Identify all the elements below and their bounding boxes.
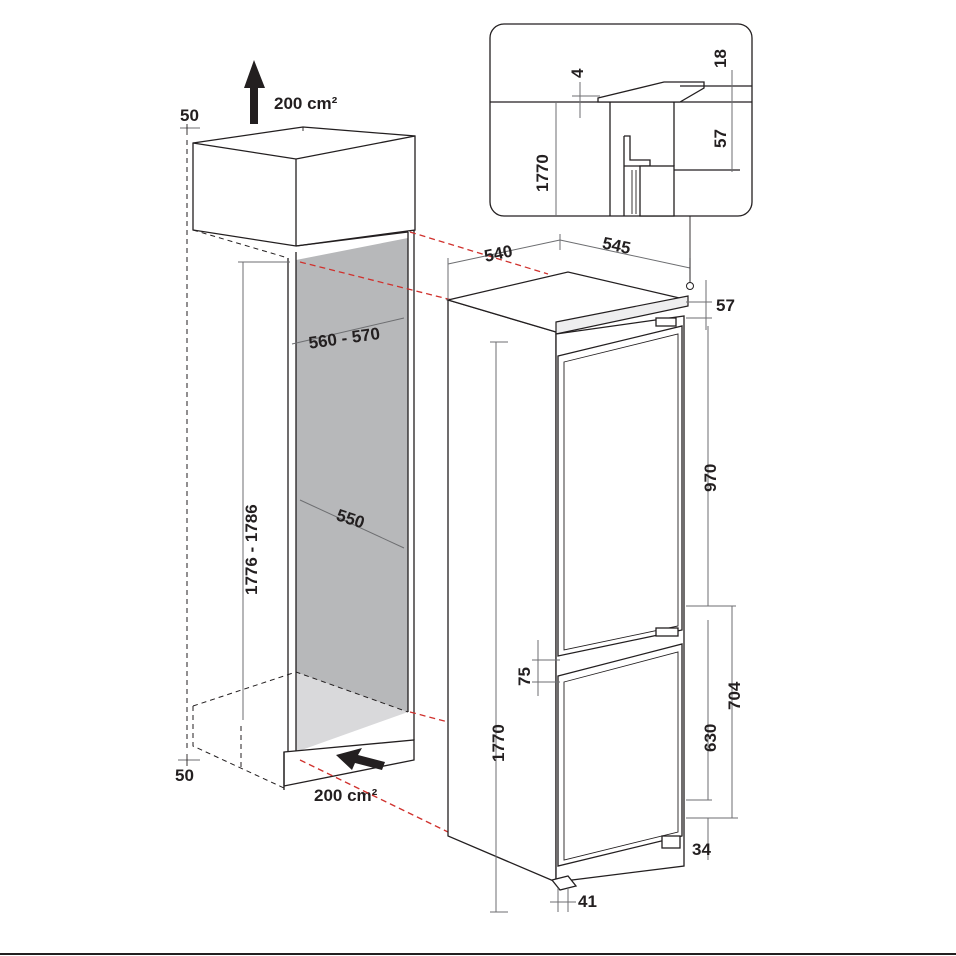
width-line: [559, 239, 691, 269]
middle-hinge: [655, 627, 679, 637]
guide-bottom-back: [409, 711, 449, 723]
alignment-guides: [299, 231, 549, 833]
guide-bottom-front: [299, 759, 449, 833]
plinth-hidden-left: [192, 706, 285, 789]
detail-inset: 1770 4 18 57: [489, 23, 753, 290]
appliance-foot: [550, 875, 578, 891]
lower-door: [557, 643, 683, 867]
cabinet-top-box-front: [192, 126, 416, 247]
bottom-hinge: [661, 835, 681, 849]
upper-door-inner: [563, 333, 679, 651]
cabinet-hidden-back: [192, 229, 289, 259]
appliance-width-label: 545: [601, 233, 633, 257]
upper-hinge: [655, 317, 677, 327]
top-gap-label: 57: [716, 296, 735, 315]
appliance-top-lip: [555, 295, 689, 335]
vent-bottom-area-label: 200 cm²: [314, 786, 378, 805]
vent-top-area-label: 200 cm²: [274, 94, 338, 113]
niche-back-wall: [296, 238, 408, 712]
appliance-dimensions: 540 545 57 970 75 630 704 34 1770 41: [447, 233, 744, 913]
vent-top-gap-label: 50: [180, 106, 199, 125]
depth-line: [447, 239, 561, 265]
appliance-side: [447, 299, 557, 883]
base-offset-label: 34: [692, 840, 711, 859]
foot-depth-label: 41: [578, 892, 597, 911]
upper-door: [557, 325, 683, 657]
niche-floor: [296, 672, 408, 752]
detail-top-label: 18: [711, 49, 730, 68]
cabinet: [186, 126, 416, 790]
door-gap-label: 75: [515, 667, 534, 686]
upper-door-label: 970: [701, 464, 720, 492]
detail-leader-dot: [686, 282, 694, 290]
airflow-in-arrow-icon: [336, 748, 385, 770]
detail-appliance-top: [639, 165, 675, 217]
lower-section-label: 704: [725, 681, 744, 710]
detail-gap-label: 4: [568, 68, 587, 78]
lower-door-label: 630: [701, 724, 720, 752]
airflow-up-arrow-icon: [244, 60, 265, 124]
vent-top: 200 cm² 50: [180, 60, 338, 135]
niche-top-edge: [295, 231, 409, 247]
guide-top-back: [409, 231, 549, 275]
vent-bottom-gap-label: 50: [175, 766, 194, 785]
appliance: [445, 271, 689, 891]
guide-top-front: [299, 261, 453, 301]
niche-height-label: 1776 - 1786: [242, 504, 261, 595]
appliance-height-label: 1770: [489, 724, 508, 762]
lower-door-inner: [563, 651, 679, 861]
detail-cabinet-top: [597, 81, 705, 103]
niche-width-line: [291, 317, 405, 345]
detail-offset-label: 57: [711, 129, 730, 148]
niche-depth-line: [299, 499, 405, 549]
vent-bottom: 200 cm² 50: [175, 748, 385, 805]
detail-height-label: 1770: [533, 154, 552, 192]
plinth-hidden-lines: [192, 671, 409, 713]
